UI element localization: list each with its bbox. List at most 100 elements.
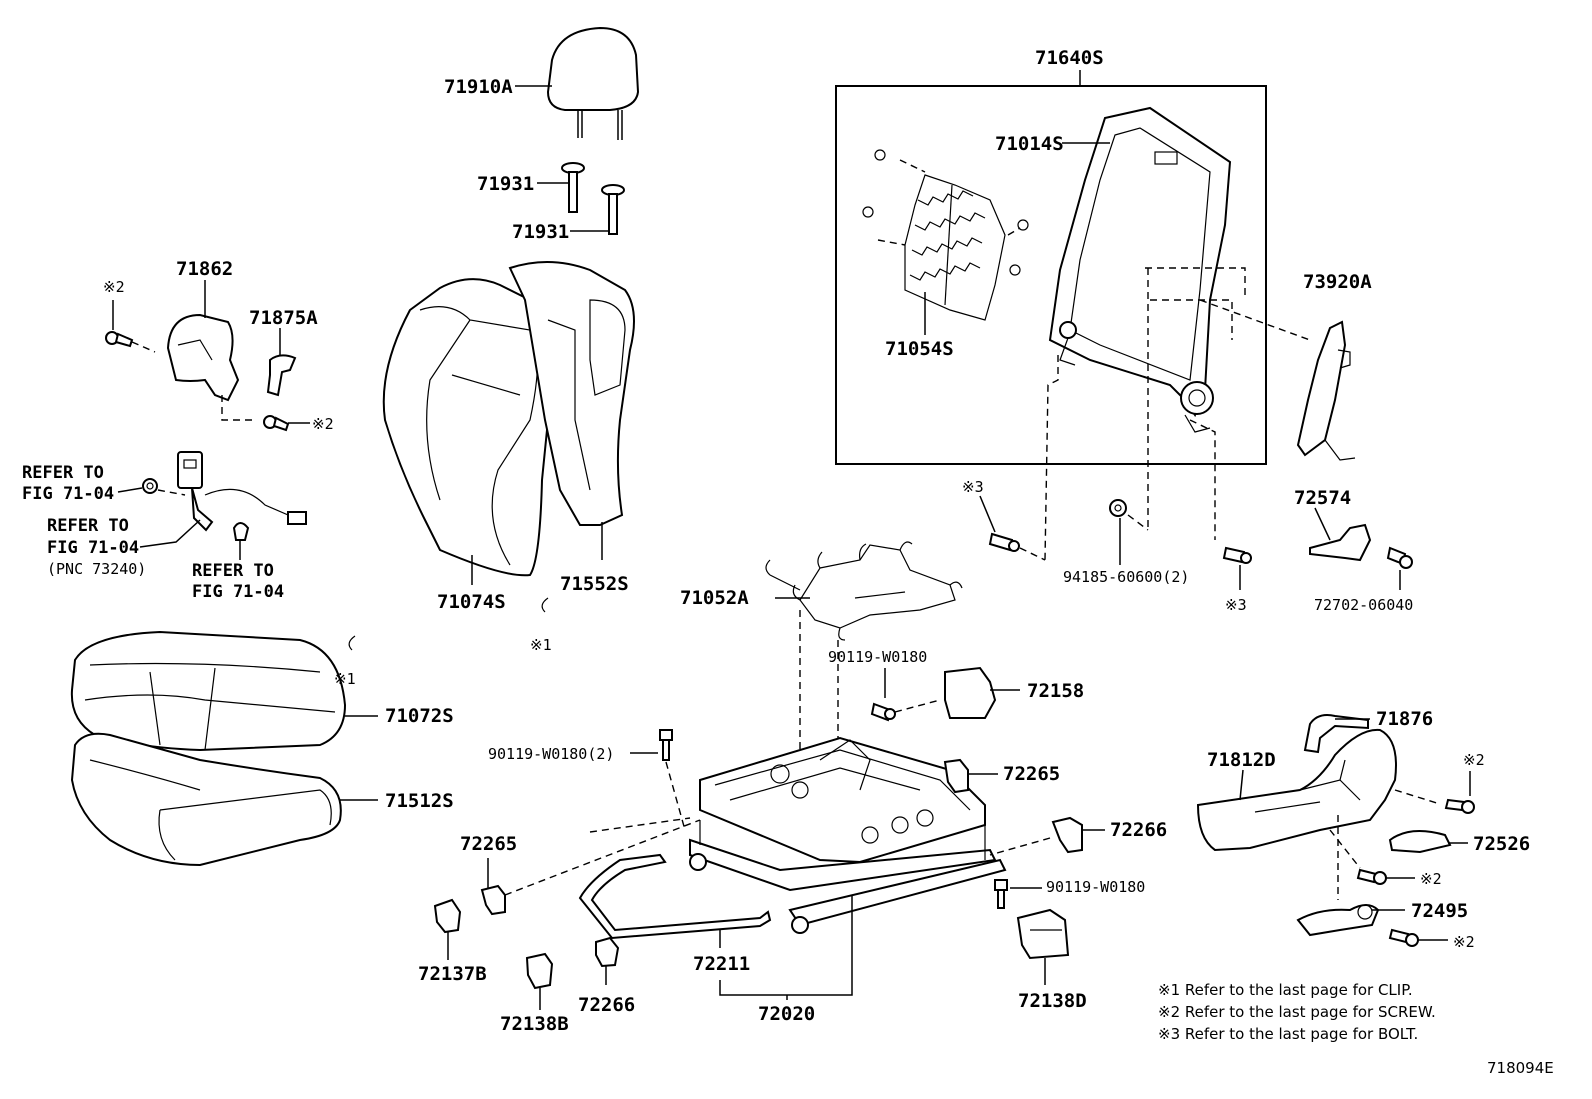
headrest-support-2: [601, 184, 625, 235]
seatback-frame: [1048, 106, 1232, 433]
grommet-icon: [232, 522, 250, 541]
screw-icon-4: [1356, 868, 1387, 885]
part-label-72266-a[interactable]: 72266: [1110, 819, 1167, 841]
mark-3-b: ※3: [1225, 596, 1247, 614]
part-label-71931-b[interactable]: 71931: [512, 221, 569, 243]
lever-72495: [1296, 904, 1380, 937]
mark-2-b: ※2: [312, 415, 334, 433]
part-label-73920A[interactable]: 73920A: [1303, 271, 1372, 293]
screw-icon-2: [263, 415, 290, 432]
bracket-72574: [1309, 523, 1372, 562]
seat-spring: [765, 541, 963, 641]
clip-72137B: [433, 898, 462, 934]
cover-72526: [1388, 830, 1452, 854]
mark-2-c: ※2: [1463, 751, 1485, 769]
part-label-72020[interactable]: 72020: [758, 1003, 815, 1025]
mark-2-e: ※2: [1453, 933, 1475, 951]
seat-cushion: [70, 630, 347, 752]
mark-3-a: ※3: [962, 478, 984, 496]
ref-2-line-2: FIG 71-04: [47, 538, 139, 558]
part-label-71552S[interactable]: 71552S: [560, 573, 629, 595]
buckle-assembly: [177, 451, 307, 532]
mark-2-a: ※2: [103, 278, 125, 296]
clip-72138B: [525, 952, 554, 990]
part-label-90119-W0180-2[interactable]: 90119-W0180(2): [488, 745, 614, 763]
part-label-71014S[interactable]: 71014S: [995, 133, 1064, 155]
clip-72266-right: [1051, 816, 1083, 854]
nut-icon-2: [1109, 499, 1127, 517]
bolt-icon-6: [994, 879, 1008, 909]
bracket-72158: [944, 666, 997, 719]
part-label-71640S[interactable]: 71640S: [1035, 47, 1104, 69]
part-label-72702-06040[interactable]: 72702-06040: [1314, 596, 1413, 614]
ref-2-line-3: (PNC 73240): [47, 560, 146, 578]
part-label-72158[interactable]: 72158: [1027, 680, 1084, 702]
bolt-icon-4: [870, 702, 896, 722]
seat-cushion-pad: [70, 732, 342, 867]
release-cable-72211: [578, 853, 772, 940]
nut-icon-1: [142, 478, 158, 494]
bracket-71862: [166, 313, 240, 402]
bolt-icon-3: [1386, 546, 1413, 569]
headrest-support-1: [561, 162, 585, 213]
mark-1-b: ※1: [334, 670, 356, 688]
screw-icon-1: [105, 331, 134, 348]
ref-1-line-1: REFER TO: [22, 463, 104, 483]
part-label-71862[interactable]: 71862: [176, 258, 233, 280]
screw-icon-3: [1444, 798, 1475, 814]
ref-3-line-2: FIG 71-04: [192, 582, 284, 602]
clip-icon-1: [541, 597, 549, 613]
seatback-back-cover: [508, 261, 635, 526]
part-label-72137B[interactable]: 72137B: [418, 963, 487, 985]
part-label-72265-b[interactable]: 72265: [460, 833, 517, 855]
part-label-71074S[interactable]: 71074S: [437, 591, 506, 613]
clip-icon-2: [348, 635, 356, 651]
bolt-icon-1: [988, 532, 1020, 552]
part-label-72266-b[interactable]: 72266: [578, 994, 635, 1016]
side-cover-73920A: [1296, 320, 1356, 461]
part-label-90119-W0180-a[interactable]: 90119-W0180: [828, 648, 927, 666]
side-shield-71812D: [1196, 728, 1397, 852]
note-bolt: ※3 Refer to the last page for BOLT.: [1158, 1025, 1418, 1043]
seat-adjuster-frame: [689, 736, 1007, 934]
part-label-72526[interactable]: 72526: [1473, 833, 1530, 855]
note-screw: ※2 Refer to the last page for SCREW.: [1158, 1003, 1436, 1021]
part-label-71876[interactable]: 71876: [1376, 708, 1433, 730]
part-label-94185-60600[interactable]: 94185-60600(2): [1063, 568, 1189, 586]
part-label-71931-a[interactable]: 71931: [477, 173, 534, 195]
part-label-72138D[interactable]: 72138D: [1018, 990, 1087, 1012]
mark-2-d: ※2: [1420, 870, 1442, 888]
part-label-71875A[interactable]: 71875A: [249, 307, 318, 329]
mark-1-a: ※1: [530, 636, 552, 654]
ref-2-line-1: REFER TO: [47, 516, 129, 536]
part-label-72138B[interactable]: 72138B: [500, 1013, 569, 1035]
spring-mat: [862, 149, 1029, 321]
screw-icon-5: [1388, 928, 1419, 947]
bolt-icon-2: [1222, 546, 1252, 564]
ref-1-line-2: FIG 71-04: [22, 484, 114, 504]
part-label-90119-W0180-c[interactable]: 90119-W0180: [1046, 878, 1145, 896]
cover-72138D: [1016, 908, 1070, 960]
cover-71875A: [266, 354, 297, 397]
frame-assembly-box: [835, 85, 1267, 465]
bolt-icon-5: [659, 729, 673, 761]
part-label-72574[interactable]: 72574: [1294, 487, 1351, 509]
part-label-72265-a[interactable]: 72265: [1003, 763, 1060, 785]
harness-71876: [1303, 714, 1369, 754]
part-label-71052A[interactable]: 71052A: [680, 587, 749, 609]
diagram-id: 718094E: [1487, 1059, 1554, 1077]
note-clip: ※1 Refer to the last page for CLIP.: [1158, 981, 1413, 999]
part-label-71512S[interactable]: 71512S: [385, 790, 454, 812]
headrest: [546, 26, 640, 140]
part-label-71054S[interactable]: 71054S: [885, 338, 954, 360]
clip-72266-left: [595, 936, 620, 968]
ref-3-line-1: REFER TO: [192, 561, 274, 581]
part-label-71072S[interactable]: 71072S: [385, 705, 454, 727]
part-label-71910A[interactable]: 71910A: [444, 76, 513, 98]
part-label-71812D[interactable]: 71812D: [1207, 749, 1276, 771]
clip-72265-left: [480, 884, 506, 916]
clip-72265-right: [943, 758, 969, 794]
part-label-72211[interactable]: 72211: [693, 953, 750, 975]
part-label-72495[interactable]: 72495: [1411, 900, 1468, 922]
